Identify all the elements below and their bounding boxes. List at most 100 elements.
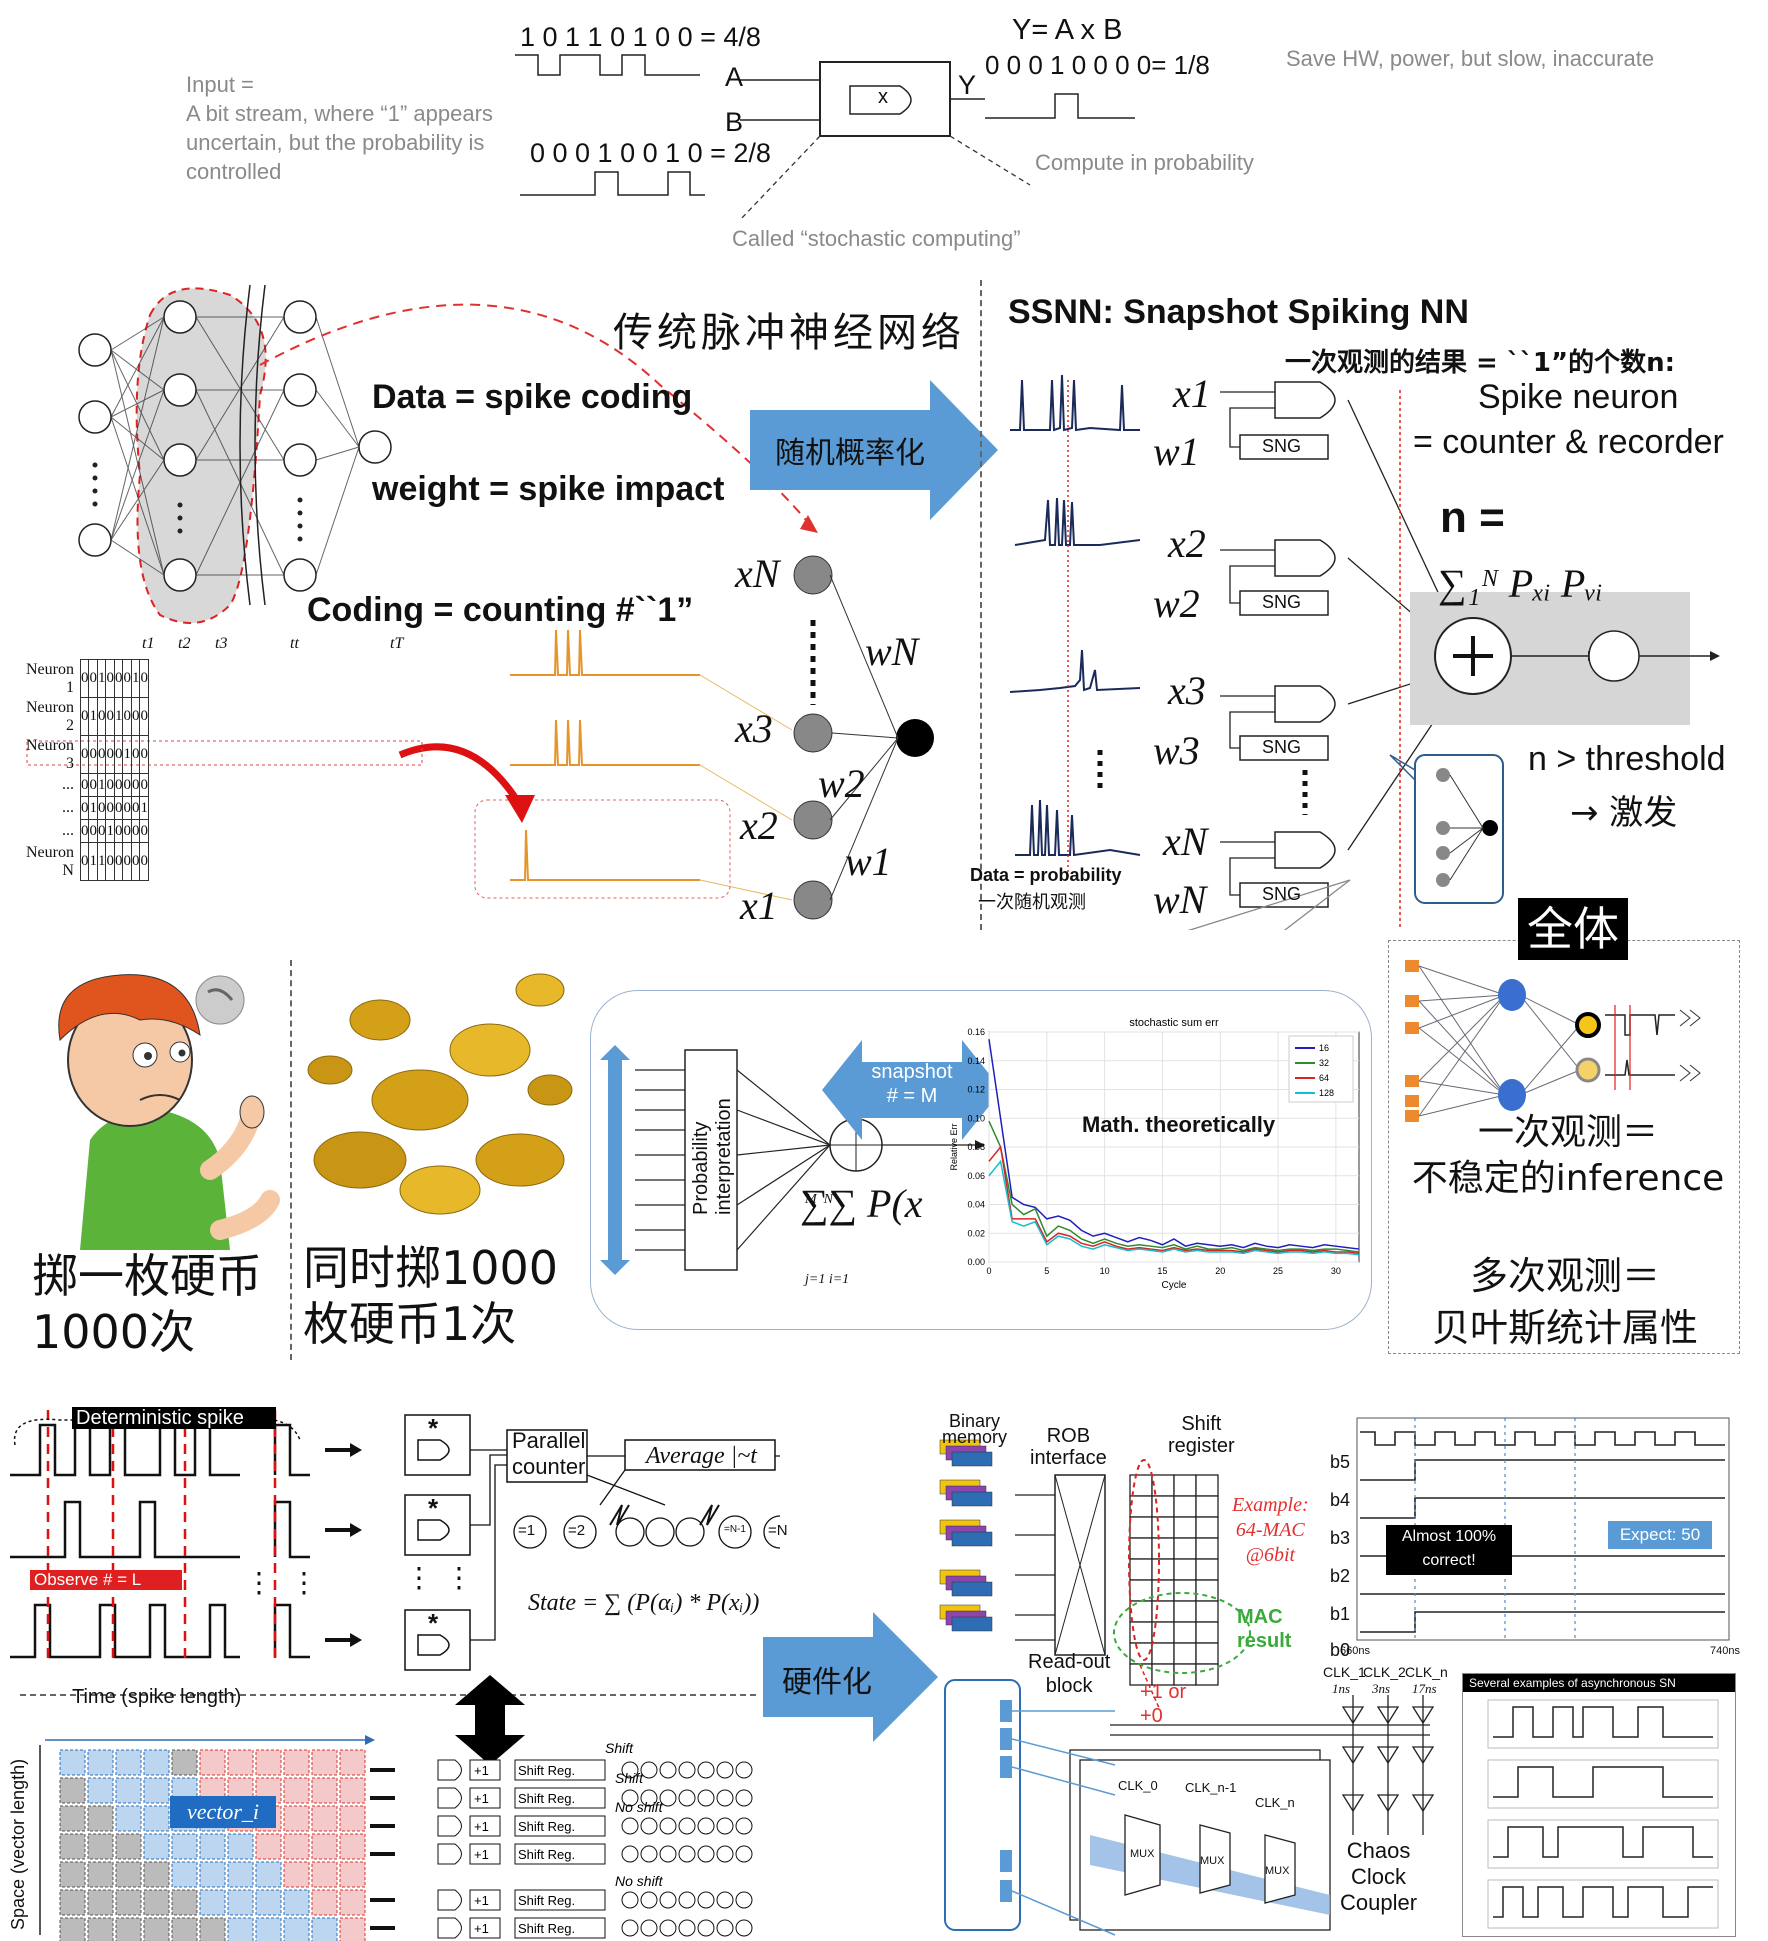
- x-tick-label: 20: [1215, 1266, 1225, 1276]
- shift-register-cell: [1173, 1558, 1197, 1581]
- grid-cell: [311, 1861, 338, 1888]
- state-circle: [678, 1891, 696, 1909]
- plus-one-box: [469, 1889, 501, 1911]
- sng-4: SNG: [1262, 884, 1302, 904]
- grid-cell: [143, 1805, 170, 1832]
- rob-interface-label: ROB interface: [1030, 1425, 1107, 1469]
- grid-cell: [171, 1861, 198, 1888]
- table-cell: 0: [88, 819, 98, 843]
- shift-register-cell: [1173, 1579, 1197, 1602]
- grid-cell: [339, 1805, 366, 1832]
- weight-label-wN: wN: [865, 629, 919, 674]
- shift-register-cell: [1173, 1537, 1197, 1560]
- grid-cell: [255, 1833, 282, 1860]
- table-cell: 0: [97, 697, 107, 736]
- table-cell: 0: [131, 796, 141, 820]
- table-cell: 0: [88, 659, 98, 698]
- grid-cell: [283, 1805, 310, 1832]
- table-cell: 1: [131, 659, 141, 698]
- shift-reg-text: Shift Reg.: [518, 1791, 575, 1806]
- shift-label: No shift: [615, 1799, 664, 1815]
- plus-one-box: [469, 1787, 501, 1809]
- expect-tag: Expect: 50: [1608, 1521, 1712, 1549]
- coin-once-text: 掷一枚硬币 1000次: [32, 1249, 262, 1359]
- shift-register-cell: [1151, 1558, 1175, 1581]
- shift-reg-text: Shift Reg.: [518, 1847, 575, 1862]
- table-cell: 0: [80, 819, 90, 843]
- state-2: =2: [568, 1522, 586, 1539]
- plus-one-text: +1: [474, 1921, 489, 1936]
- grid-cell: [87, 1889, 114, 1916]
- grid-cell: [115, 1889, 142, 1916]
- shift-register-cell: [1173, 1642, 1197, 1665]
- state-circle: [678, 1817, 696, 1835]
- y-tick-label: 0.02: [967, 1228, 985, 1238]
- ssnn-xN: xN: [1163, 819, 1208, 864]
- state-circle: [659, 1761, 677, 1779]
- weight-label-w1: w1: [845, 839, 892, 884]
- called-note: Called “stochastic computing”: [732, 226, 1021, 251]
- stream-a-wave: [515, 54, 700, 76]
- grid-cell: [115, 1749, 142, 1776]
- grid-cell: [59, 1749, 86, 1776]
- grid-cell: [283, 1889, 310, 1916]
- grid-cell: [87, 1917, 114, 1941]
- y-tick-label: 0.04: [967, 1200, 985, 1210]
- parallel-counter: Parallel counter: [512, 1428, 586, 1479]
- svg-text:⋮: ⋮: [445, 1562, 473, 1593]
- spike-neuron-label: Spike neuron: [1478, 378, 1679, 416]
- grid-cell: [87, 1749, 114, 1776]
- table-cell: 0: [80, 735, 90, 774]
- probabilize-arrow: [750, 380, 998, 520]
- y-tick-label: 0.08: [967, 1142, 985, 1152]
- plus-one-box: [469, 1917, 501, 1939]
- gate-symbol: x: [878, 86, 888, 108]
- ssnn-wN: wN: [1153, 877, 1207, 922]
- deterministic-spike-tag: Deterministic spike: [72, 1407, 276, 1429]
- series-line-16: [988, 1039, 1360, 1250]
- state-circle: [640, 1919, 658, 1937]
- series-line-128: [988, 1159, 1360, 1256]
- neuron-label-x1: x1: [740, 883, 778, 928]
- y-tick-label: 0.06: [967, 1171, 985, 1181]
- vector-i-label: vector_i: [170, 1796, 276, 1828]
- state-circle: [697, 1761, 715, 1779]
- x-tick-label: 15: [1157, 1266, 1167, 1276]
- svg-text:⋮: ⋮: [245, 1567, 273, 1598]
- shift-reg-box: [514, 1917, 606, 1939]
- space-label: Space (vector length): [8, 1758, 28, 1930]
- grid-cell: [311, 1833, 338, 1860]
- shift-register-cell: [1129, 1579, 1153, 1602]
- grid-cell: [87, 1805, 114, 1832]
- state-circle: [678, 1845, 696, 1863]
- observe-tag: Observe # = L: [30, 1570, 182, 1590]
- time-start: 660ns: [1340, 1645, 1370, 1657]
- table-cell: 0: [114, 796, 124, 820]
- input-note: Input = A bit stream, where “1” appears …: [186, 72, 493, 184]
- table-cell: 0: [105, 773, 115, 797]
- table-cell: 1: [88, 697, 98, 736]
- binary-memory-label: Binary memory: [942, 1411, 1008, 1447]
- state-circle: [697, 1845, 715, 1863]
- grid-cell: [171, 1917, 198, 1941]
- shift-register-cell: [1195, 1642, 1219, 1665]
- ssnn-w3: w3: [1153, 728, 1200, 773]
- grid-cell: [171, 1889, 198, 1916]
- grid-cell: [311, 1917, 338, 1941]
- state-circle: [735, 1761, 753, 1779]
- row-label: Neuron 2: [26, 698, 74, 734]
- data-probability-cn: 一次随机观测: [978, 892, 1086, 913]
- table-cell: 0: [122, 773, 132, 797]
- state-circle: [621, 1891, 639, 1909]
- shift-label: Shift: [615, 1770, 644, 1786]
- table-cell: 0: [131, 773, 141, 797]
- n-formula: ∑₁ᴺ Pₓᵢ Pᵥᵢ: [1438, 561, 1603, 606]
- state-circle: [621, 1845, 639, 1863]
- grid-cell: [199, 1889, 226, 1916]
- bit-label-b5: b5: [1330, 1452, 1351, 1472]
- example-label: Example: 64-MAC @6bit: [1232, 1494, 1309, 1566]
- grid-cell: [339, 1917, 366, 1941]
